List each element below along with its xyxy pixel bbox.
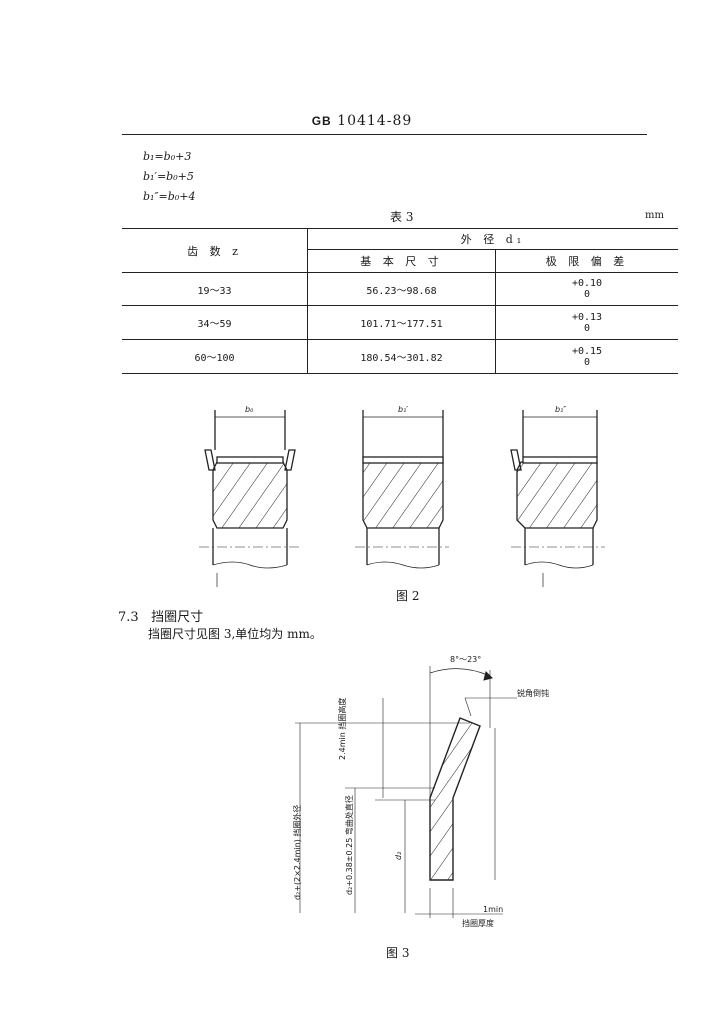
table-row: 60～100 180.54～301.82 +0.15 0 (122, 339, 679, 374)
formula-2: b₁′=b₀+5 (143, 170, 194, 183)
angle-label: 8°～23° (450, 655, 482, 664)
cell-teeth: 60～100 (122, 339, 308, 374)
header-rule (122, 134, 647, 135)
figure-3-drawing (295, 666, 517, 918)
figure-3-label: 图 3 (386, 946, 410, 960)
dim-b1-double-prime: b₁″ (555, 405, 567, 414)
formula-3: b₁″=b₀+4 (143, 190, 196, 203)
table-3: 齿 数 z 外 径 d₁ 基 本 尺 寸 极 限 偏 差 19～33 56.23… (122, 228, 678, 374)
standard-prefix: GB (311, 114, 332, 128)
table-unit: mm (645, 210, 664, 221)
figure-2-drawing (199, 410, 605, 587)
sharp-edge-note: 锐角倒钝 (517, 689, 549, 698)
thickness-value: 1min (483, 905, 504, 914)
section-text: 挡圈尺寸见图 3,单位均为 mm。 (148, 627, 322, 641)
figure-2-label: 图 2 (396, 589, 420, 603)
cell-basic: 180.54～301.82 (307, 339, 496, 374)
thickness-name: 挡圈厚度 (462, 919, 494, 928)
table-row: 19～33 56.23～98.68 +0.10 0 (122, 272, 679, 306)
cell-basic: 101.71～177.51 (307, 305, 496, 340)
dev-upper: +0.10 (571, 278, 603, 289)
height-name: 挡圈高度 (338, 697, 347, 730)
dim-b0: b₀ (245, 405, 254, 414)
outer-diameter-name: 挡圈外径 (293, 804, 302, 837)
col-teeth: 齿 数 z (122, 228, 308, 273)
standard-header: GB 10414-89 (0, 113, 724, 129)
standard-number: 10414-89 (337, 113, 413, 129)
dev-lower: 0 (583, 289, 591, 300)
height-dim: 2.4min 挡圈高度 (337, 698, 348, 760)
cell-deviation: +0.10 0 (496, 273, 679, 306)
dev-upper: +0.15 (571, 345, 603, 357)
col-basic-size: 基 本 尺 寸 (307, 249, 496, 273)
table-caption: 表 3 (390, 210, 414, 224)
bend-diameter-dim: d₂+0.38±0.25 弯曲处直径 (344, 795, 355, 895)
figure-2-part-2 (355, 410, 449, 569)
cell-deviation: +0.13 0 (496, 306, 679, 340)
d2-dim: d₂ (394, 851, 403, 860)
dim-b1-prime: b₁′ (398, 405, 409, 414)
figure-2-part-3 (510, 410, 605, 587)
height-value: 2.4min (338, 732, 347, 760)
bend-diameter-name: 弯曲处直径 (345, 795, 354, 836)
cell-teeth: 34～59 (122, 305, 308, 340)
cell-teeth: 19～33 (122, 272, 308, 306)
outer-diameter-value: d₂+(2×2.4min) (293, 839, 302, 900)
col-outer-diameter: 外 径 d₁ (307, 228, 678, 250)
dev-lower: 0 (583, 322, 591, 334)
section-heading: 7.3 挡圈尺寸 (118, 606, 203, 625)
table-row: 34～59 101.71～177.51 +0.13 0 (122, 305, 679, 340)
formula-1: b₁=b₀+3 (143, 150, 192, 163)
cell-deviation: +0.15 0 (496, 340, 679, 374)
figure-2-part-1 (199, 410, 301, 587)
bend-diameter-value: d₂+0.38±0.25 (345, 837, 354, 895)
col-limit-deviation: 极 限 偏 差 (495, 249, 678, 273)
dev-upper: +0.13 (571, 311, 603, 323)
dev-lower: 0 (583, 356, 591, 368)
cell-basic: 56.23～98.68 (307, 272, 496, 306)
section-title: 挡圈尺寸 (151, 610, 204, 625)
outer-diameter-dim: d₂+(2×2.4min) 挡圈外径 (292, 805, 303, 900)
section-number: 7.3 (118, 610, 139, 625)
